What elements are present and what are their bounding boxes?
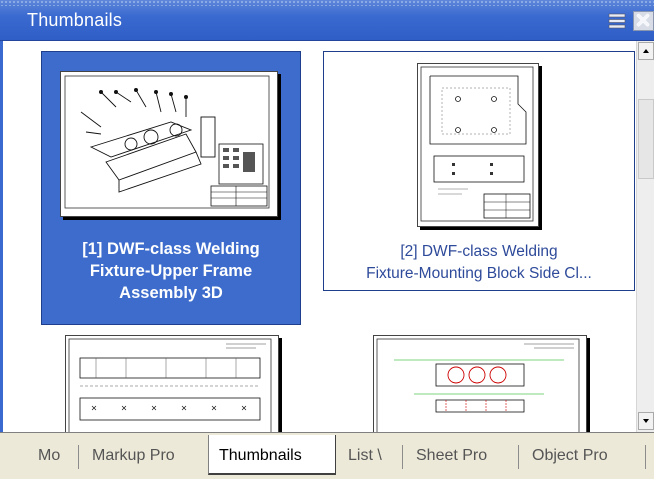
vertical-scrollbar[interactable] — [636, 41, 654, 432]
thumbnail-item-4[interactable] — [323, 331, 635, 432]
sheet-drawing-2 — [420, 66, 534, 222]
scroll-down-button[interactable] — [638, 412, 654, 430]
panel-title: Thumbnails — [27, 10, 123, 30]
tab-separator — [402, 445, 403, 469]
thumbnail-image-3 — [65, 335, 279, 432]
scroll-thumb[interactable] — [638, 99, 654, 179]
thumbnail-item-2[interactable]: [2] DWF-class Welding Fixture-Mounting B… — [323, 51, 635, 291]
arrow-down-icon — [643, 419, 649, 423]
panel-tab-bar: Mo Markup Pro Thumbnails List \ Sheet Pr… — [0, 432, 654, 479]
scroll-up-button[interactable] — [638, 42, 654, 60]
title-bar-gripper — [0, 0, 654, 6]
tab-separator — [518, 445, 519, 469]
tab-model[interactable]: Mo — [38, 447, 61, 464]
close-icon[interactable] — [633, 11, 654, 31]
tab-list-view[interactable]: List \ — [348, 447, 382, 464]
panel-title-bar[interactable]: Thumbnails — [0, 0, 654, 41]
tab-markup-properties[interactable]: Markup Pro — [92, 447, 175, 464]
tab-sheet-properties[interactable]: Sheet Pro — [416, 447, 488, 464]
thumbnail-item-3[interactable] — [41, 331, 301, 432]
tab-separator — [645, 445, 646, 469]
thumbnail-image-4 — [373, 335, 587, 432]
tab-thumbnails[interactable]: Thumbnails — [208, 435, 336, 475]
arrow-up-icon — [643, 49, 649, 53]
sheet-drawing-1 — [64, 75, 270, 209]
sheet-drawing-3 — [68, 338, 272, 432]
tab-separator — [78, 445, 79, 469]
thumbnail-label-2: [2] DWF-class Welding Fixture-Mounting B… — [366, 243, 592, 282]
thumbnail-label-1: [1] DWF-class Welding Fixture-Upper Fram… — [82, 240, 260, 302]
thumbnail-image-1 — [60, 71, 278, 217]
thumbnail-item-1[interactable]: [1] DWF-class Welding Fixture-Upper Fram… — [41, 51, 301, 325]
thumbnail-image-2 — [417, 63, 539, 227]
tab-object-properties[interactable]: Object Pro — [532, 447, 608, 464]
panel-menu-icon[interactable] — [608, 12, 626, 30]
sheet-drawing-4 — [376, 338, 580, 432]
thumbnail-view[interactable]: [1] DWF-class Welding Fixture-Upper Fram… — [0, 41, 654, 432]
